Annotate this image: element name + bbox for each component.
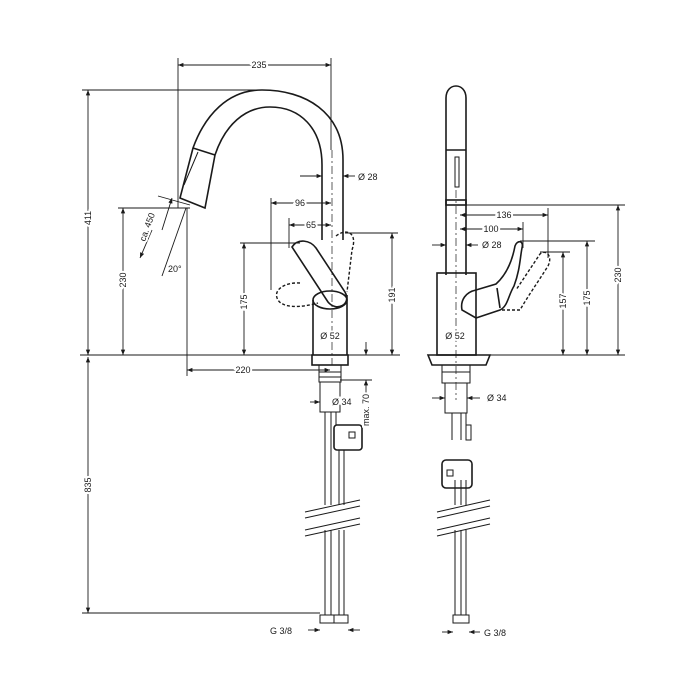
dim-max-70: max. 70 xyxy=(361,394,371,426)
dim-175: 175 xyxy=(239,294,249,309)
side-view: 235 411 835 230 ca. 450 20° Ø 28 96 65 1… xyxy=(80,58,400,638)
lever-open-position xyxy=(275,282,319,308)
front-view: 230 136 100 Ø 28 157 175 Ø 52 Ø 34 G 3/8 xyxy=(426,85,625,640)
spout-outline xyxy=(445,85,467,275)
dim-157: 157 xyxy=(558,293,568,308)
dim-96: 96 xyxy=(295,198,305,208)
threaded-shank xyxy=(318,364,342,383)
dim-thread-diameter: Ø 34 xyxy=(332,397,352,407)
dim-136: 136 xyxy=(496,210,511,220)
dim-connection: G 3/8 xyxy=(270,626,292,636)
dim-175: 175 xyxy=(582,290,592,305)
lever xyxy=(460,240,524,319)
dim-ca-450: ca. 450 xyxy=(137,211,156,242)
dim-230: 230 xyxy=(118,272,128,287)
dim-thread-diameter: Ø 34 xyxy=(487,393,507,403)
dim-connection: G 3/8 xyxy=(484,628,506,638)
break-lines xyxy=(436,499,491,537)
spout-outline xyxy=(179,89,344,240)
dim-20-degree: 20° xyxy=(168,264,182,274)
lever-open-position xyxy=(502,251,551,311)
break-lines xyxy=(304,499,361,537)
lever xyxy=(291,240,348,308)
body-outline xyxy=(312,295,348,355)
hose-weight-box xyxy=(333,424,363,451)
spray-head-joint xyxy=(192,147,216,156)
dim-body-diameter: Ø 52 xyxy=(320,331,340,341)
dim-100: 100 xyxy=(483,224,498,234)
dim-835: 835 xyxy=(83,477,93,492)
base-plate xyxy=(311,354,349,366)
base-plate xyxy=(426,354,492,366)
dim-body-diameter: Ø 52 xyxy=(445,331,465,341)
dim-220: 220 xyxy=(235,365,250,375)
connector-nuts xyxy=(452,614,470,624)
dim-235: 235 xyxy=(251,60,266,70)
dim-65: 65 xyxy=(306,220,316,230)
dim-411: 411 xyxy=(83,211,93,225)
dim-spout-diameter: Ø 28 xyxy=(482,240,502,250)
hose-weight-box xyxy=(441,459,473,489)
dim-spout-diameter: Ø 28 xyxy=(358,172,378,182)
dim-191: 191 xyxy=(387,287,397,302)
dim-230: 230 xyxy=(613,267,623,282)
